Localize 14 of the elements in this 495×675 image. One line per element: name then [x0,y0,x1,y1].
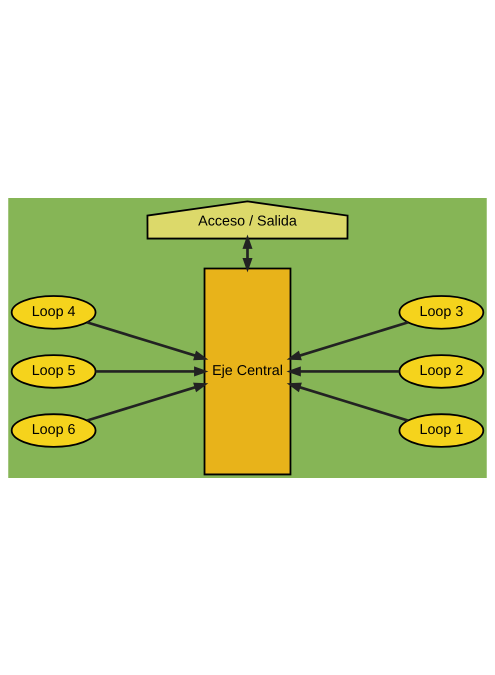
arrow [286,382,408,422]
arrow [286,320,408,360]
node-ellipse: Loop 6 [10,412,96,448]
arrow [95,366,208,376]
arrow [86,382,208,422]
node-ellipse: Loop 3 [398,294,484,330]
node-ellipse: Loop 2 [398,354,484,388]
arrow [242,234,253,272]
arrow [86,320,208,360]
node-ellipse: Loop 4 [10,294,96,330]
node-box: Eje Central [204,267,292,475]
arrow [286,366,400,376]
node-ellipse: Loop 5 [10,354,96,388]
node-ellipse: Loop 1 [398,412,484,448]
